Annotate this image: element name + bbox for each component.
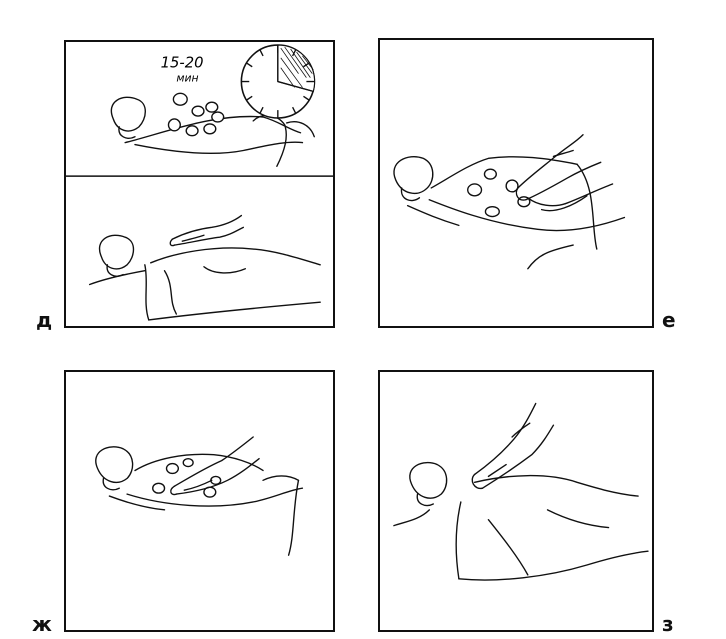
panel-e: е	[378, 38, 676, 332]
panel-zh: ж	[32, 370, 335, 636]
panel-zh-label: ж	[32, 612, 52, 636]
cups	[167, 92, 225, 137]
panel-d-label: д	[36, 308, 53, 332]
panel-d-drawing: 15-20 мин	[66, 44, 333, 321]
patient-back-with-cups	[393, 156, 626, 270]
timer-clock-icon	[240, 44, 316, 119]
hand-arranging-blanket	[169, 214, 245, 247]
panel-e-drawing	[393, 134, 626, 270]
hands-covering-patient	[471, 402, 555, 490]
patient-back-cups-removed	[95, 446, 304, 556]
hand-wiping-skin	[170, 436, 260, 496]
panel-e-label: е	[662, 308, 676, 332]
panel-d: 15-20 мин д	[36, 40, 335, 332]
timer-text: 15-20	[161, 55, 204, 72]
cup-marks	[152, 457, 222, 498]
panel-z-label: з	[662, 612, 674, 636]
panel-z: з	[378, 370, 674, 636]
panel-zh-drawing	[95, 436, 304, 556]
panel-z-drawing	[393, 402, 649, 581]
cups-on-back	[467, 168, 531, 218]
patient-with-cups	[110, 96, 315, 167]
patient-covered	[88, 234, 321, 321]
timer-unit: мин	[176, 72, 198, 85]
hands-removing-cup	[515, 134, 614, 212]
patient-covered-with-blanket	[393, 461, 649, 581]
